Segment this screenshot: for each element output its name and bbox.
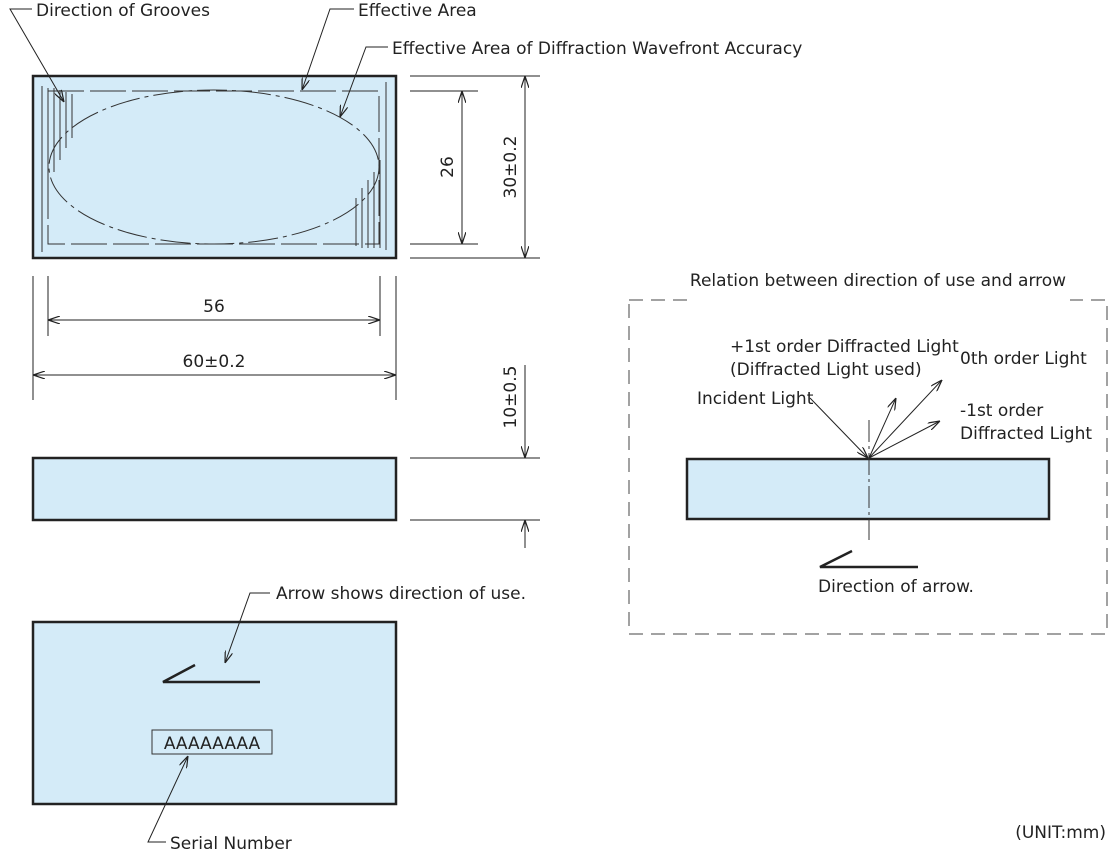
dim-10 — [410, 365, 540, 548]
leader-serial-number — [147, 756, 188, 843]
serial-number-box — [151, 729, 273, 755]
label-arrow-shows: Arrow shows direction of use. — [276, 584, 526, 604]
relation-plate — [685, 457, 1051, 521]
dim-text-30: 30±0.2 — [501, 136, 521, 199]
label-incident: Incident Light — [697, 389, 814, 409]
zeroth-ray — [868, 380, 942, 459]
label-minus-first-1: -1st order — [960, 401, 1043, 421]
dim-text-60: 60±0.2 — [183, 352, 246, 372]
dim-30 — [410, 75, 540, 259]
label-effective-area: Effective Area — [358, 1, 477, 21]
label-plus-first-1: +1st order Diffracted Light — [730, 337, 959, 357]
label-wavefront-area: Effective Area of Diffraction Wavefront … — [392, 39, 802, 59]
dim-text-26: 26 — [438, 156, 458, 178]
side-view-plate — [31, 456, 398, 522]
grooves-right — [355, 82, 387, 250]
label-direction-of-arrow: Direction of arrow. — [818, 577, 974, 597]
direction-of-use-arrow — [162, 663, 260, 684]
bottom-view-plate — [31, 620, 398, 806]
relation-title: Relation between direction of use and ar… — [690, 271, 1066, 291]
label-zeroth: 0th order Light — [960, 349, 1087, 369]
label-plus-first-2: (Diffracted Light used) — [730, 360, 922, 380]
plus-first-ray — [868, 398, 896, 459]
minus-first-ray — [868, 421, 940, 459]
serial-number-value: AAAAAAAA — [164, 734, 261, 754]
leader-effective-area — [302, 8, 354, 90]
top-view-plate — [31, 74, 398, 260]
incident-ray — [809, 397, 868, 458]
label-minus-first-2: Diffracted Light — [960, 424, 1092, 444]
leader-arrow-shows — [225, 592, 270, 663]
dim-text-10: 10±0.5 — [501, 366, 521, 429]
unit-label: (UNIT:mm) — [1015, 823, 1106, 843]
wavefront-area-ellipse — [48, 89, 380, 245]
dim-56 — [47, 276, 381, 336]
dim-60 — [32, 276, 397, 400]
relation-direction-arrow — [819, 549, 918, 569]
label-direction-of-grooves: Direction of Grooves — [36, 1, 210, 21]
label-serial-number: Serial Number — [170, 834, 292, 850]
dim-text-56: 56 — [203, 297, 225, 317]
relation-panel-frame — [628, 299, 1108, 635]
leader-wavefront-area — [340, 46, 388, 117]
leader-grooves — [9, 8, 64, 102]
relation-title-bg — [690, 290, 1070, 308]
dim-26 — [410, 90, 478, 245]
